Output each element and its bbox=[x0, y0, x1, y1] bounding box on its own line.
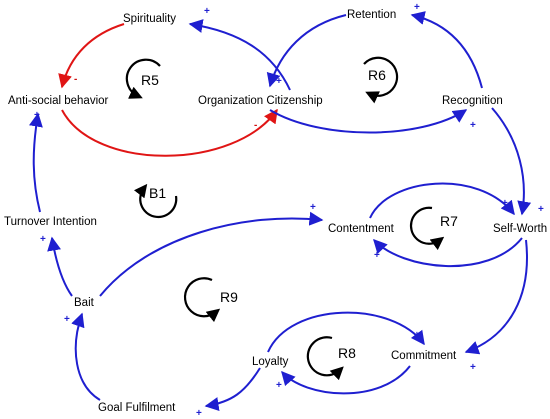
node-recognition: Recognition bbox=[442, 95, 503, 107]
polarity-spirituality: + bbox=[204, 6, 210, 17]
loop-label-r7: R7 bbox=[440, 213, 458, 229]
edge-retention-to-orgcitizenship bbox=[266, 14, 347, 88]
loop-label-r6: R6 bbox=[368, 67, 386, 83]
loop-arrow-r5 bbox=[125, 58, 161, 99]
loop-marker-r9: R9 bbox=[183, 277, 238, 323]
polarity-turnover: + bbox=[40, 234, 46, 245]
polarity-retention: + bbox=[414, 2, 420, 13]
edge-bait-to-turnover bbox=[47, 236, 73, 297]
node-loyalty: Loyalty bbox=[252, 356, 289, 368]
node-contentment: Contentment bbox=[328, 223, 395, 235]
edge-orgcitizenship-to-spirituality bbox=[188, 19, 291, 91]
node-retention: Retention bbox=[347, 9, 396, 21]
polarity-bait: + bbox=[64, 314, 70, 325]
polarity-antisocial: - bbox=[74, 74, 77, 85]
edge-selfworth-to-contentment bbox=[373, 237, 523, 267]
polarity-recognition: + bbox=[470, 120, 476, 131]
loop-arrow-r9 bbox=[183, 277, 221, 323]
node-anti-social-behavior: Anti-social behavior bbox=[8, 95, 109, 107]
polarity-goalfulfilment: + bbox=[196, 408, 202, 419]
loop-label-b1: B1 bbox=[149, 185, 166, 201]
edge-commitment-to-loyalty bbox=[281, 365, 411, 395]
node-self-worth: Self-Worth bbox=[493, 223, 547, 235]
edge-recognition-to-selfworth bbox=[491, 107, 532, 216]
polarity-orgcitizenship-top: + bbox=[276, 76, 282, 87]
edge-selfworth-to-commitment bbox=[464, 239, 528, 355]
node-spirituality: Spirituality bbox=[123, 13, 176, 25]
edge-orgcitizenship-to-recognition bbox=[269, 109, 468, 134]
loop-label-r5: R5 bbox=[141, 72, 159, 88]
node-goal-fulfilment: Goal Fulfilment bbox=[98, 402, 176, 414]
polarity-antisocial-lower: + bbox=[34, 110, 40, 121]
polarity-contentment: + bbox=[310, 202, 316, 213]
loop-label-r9: R9 bbox=[220, 289, 238, 305]
polarity-loyalty: + bbox=[276, 380, 282, 391]
edge-loyalty-to-commitment bbox=[267, 311, 425, 353]
loop-marker-r7: R7 bbox=[409, 206, 458, 251]
edge-goalfulfilment-to-bait bbox=[71, 312, 101, 401]
node-turnover-intention: Turnover Intention bbox=[4, 216, 97, 228]
loop-arrow-r8 bbox=[306, 336, 344, 381]
edge-spirituality-to-antisocial bbox=[58, 23, 125, 89]
node-organization-citizenship: Organization Citizenship bbox=[198, 95, 323, 107]
polarity-selfworth-left: + bbox=[502, 198, 508, 209]
loop-marker-r6: R6 bbox=[363, 56, 399, 104]
edge-contentment-to-selfworth bbox=[369, 182, 515, 219]
edge-antisocial-to-orgcitizenship bbox=[61, 108, 278, 157]
node-bait: Bait bbox=[74, 297, 95, 309]
edge-recognition-to-retention bbox=[410, 11, 483, 89]
polarity-contentment-lower: + bbox=[374, 250, 380, 261]
polarity-orgcitizenship-bottom: - bbox=[254, 120, 257, 131]
loop-label-r8: R8 bbox=[338, 345, 356, 361]
node-commitment: Commitment bbox=[391, 350, 457, 362]
loop-marker-r8: R8 bbox=[306, 336, 356, 381]
loop-arrow-r7 bbox=[409, 206, 445, 251]
loop-marker-r5: R5 bbox=[125, 58, 161, 99]
loop-arrow-b1 bbox=[133, 183, 178, 219]
polarity-commitment-right: + bbox=[470, 362, 476, 373]
polarity-selfworth-right: + bbox=[538, 204, 544, 215]
edge-bait-to-contentment bbox=[99, 211, 324, 297]
edge-loyalty-to-goalfulfilment bbox=[204, 367, 261, 411]
polarity-commitment-top: + bbox=[414, 330, 420, 341]
loop-arrow-r6 bbox=[363, 56, 399, 104]
loop-marker-b1: B1 bbox=[133, 183, 178, 219]
edge-turnover-to-antisocial bbox=[29, 112, 43, 213]
